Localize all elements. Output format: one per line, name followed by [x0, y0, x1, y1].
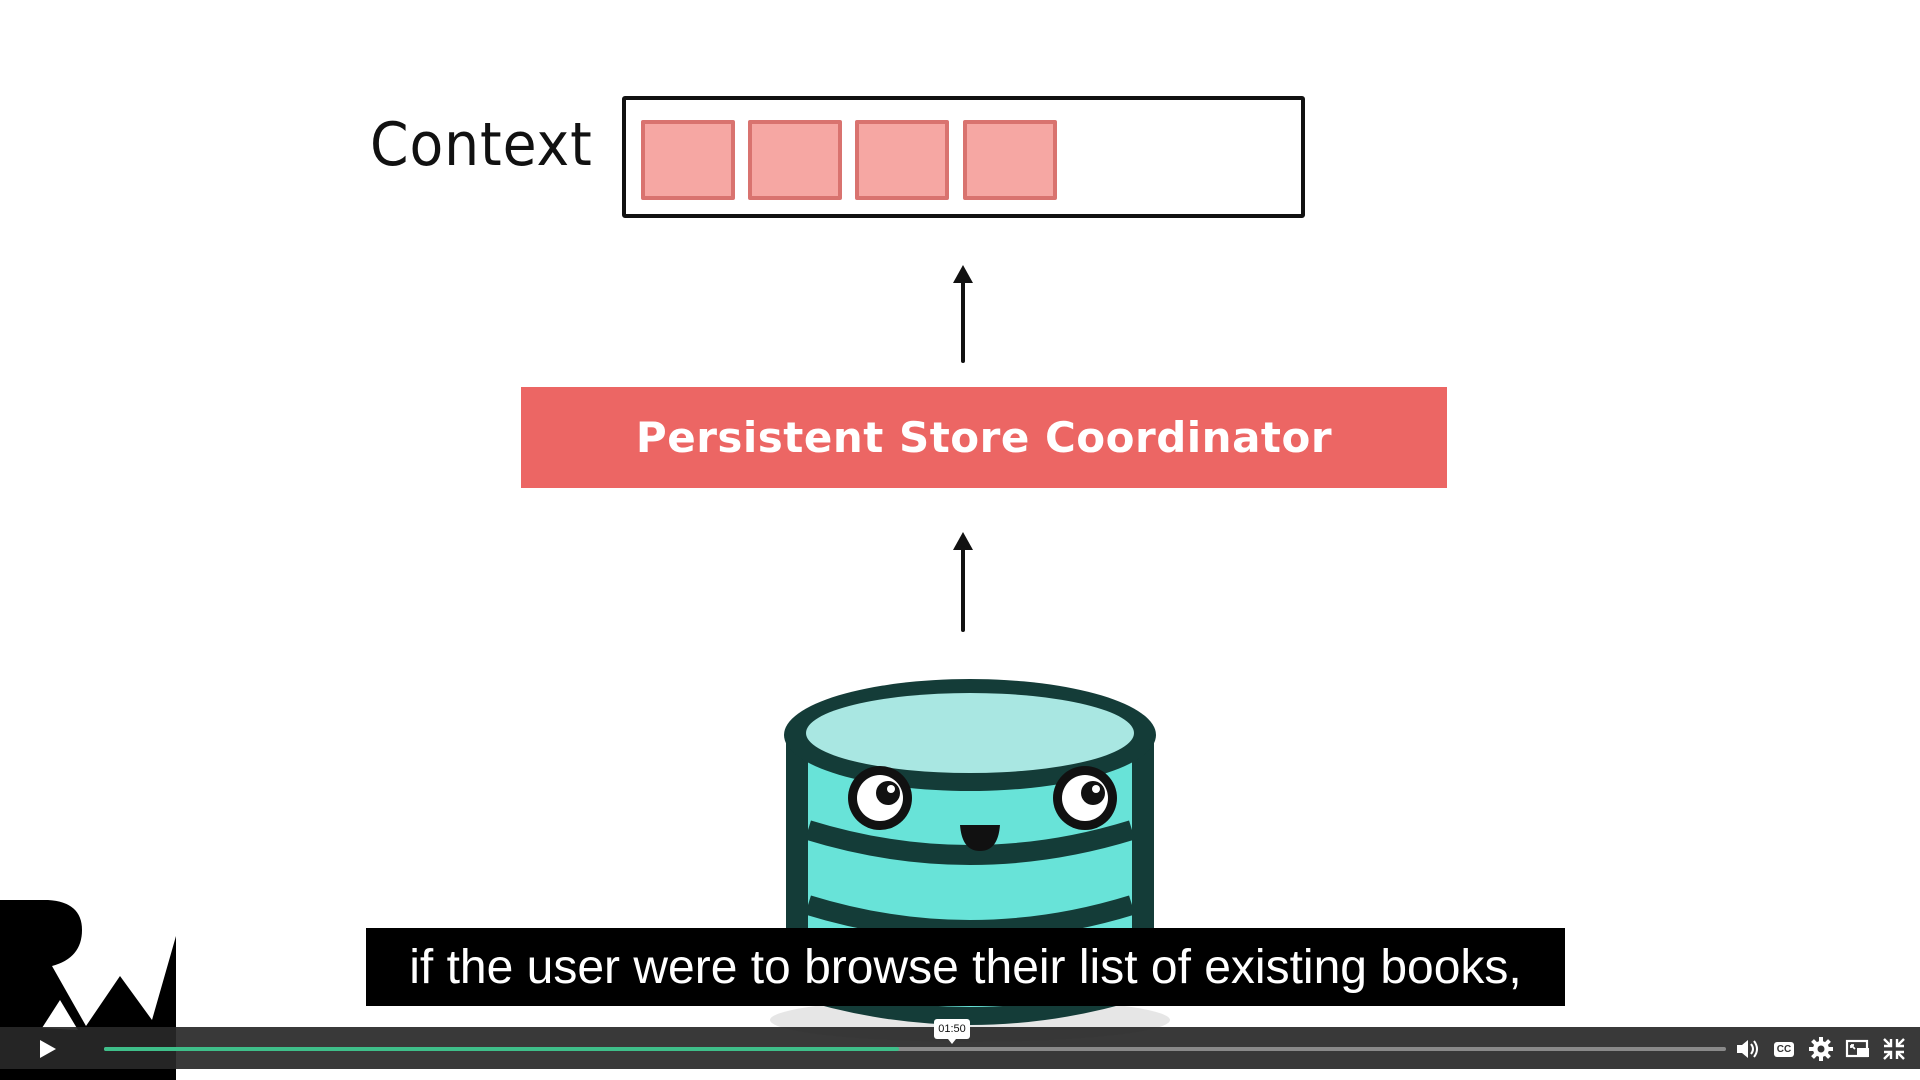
- arrow-up-icon: [953, 265, 973, 363]
- captions-button[interactable]: CC: [1770, 1035, 1798, 1063]
- progress-bar[interactable]: [104, 1047, 1726, 1051]
- settings-icon[interactable]: [1807, 1035, 1835, 1063]
- captions-icon: CC: [1773, 1041, 1795, 1057]
- context-label: Context: [370, 110, 593, 180]
- progress-fill: [104, 1047, 899, 1051]
- time-tooltip: 01:50: [934, 1019, 970, 1044]
- persistent-store-coordinator: Persistent Store Coordinator: [521, 387, 1447, 488]
- exit-fullscreen-icon[interactable]: [1880, 1035, 1908, 1063]
- volume-icon[interactable]: [1733, 1035, 1761, 1063]
- context-item: [855, 120, 949, 200]
- play-icon[interactable]: [36, 1038, 60, 1060]
- subtitle-caption: if the user were to browse their list of…: [366, 928, 1565, 1006]
- context-box: [622, 96, 1305, 218]
- context-item: [748, 120, 842, 200]
- arrow-up-icon: [953, 532, 973, 632]
- picture-in-picture-icon[interactable]: [1844, 1035, 1872, 1063]
- subtitle-text: if the user were to browse their list of…: [409, 940, 1522, 994]
- coordinator-label: Persistent Store Coordinator: [635, 413, 1333, 462]
- context-item: [641, 120, 735, 200]
- context-item: [963, 120, 1057, 200]
